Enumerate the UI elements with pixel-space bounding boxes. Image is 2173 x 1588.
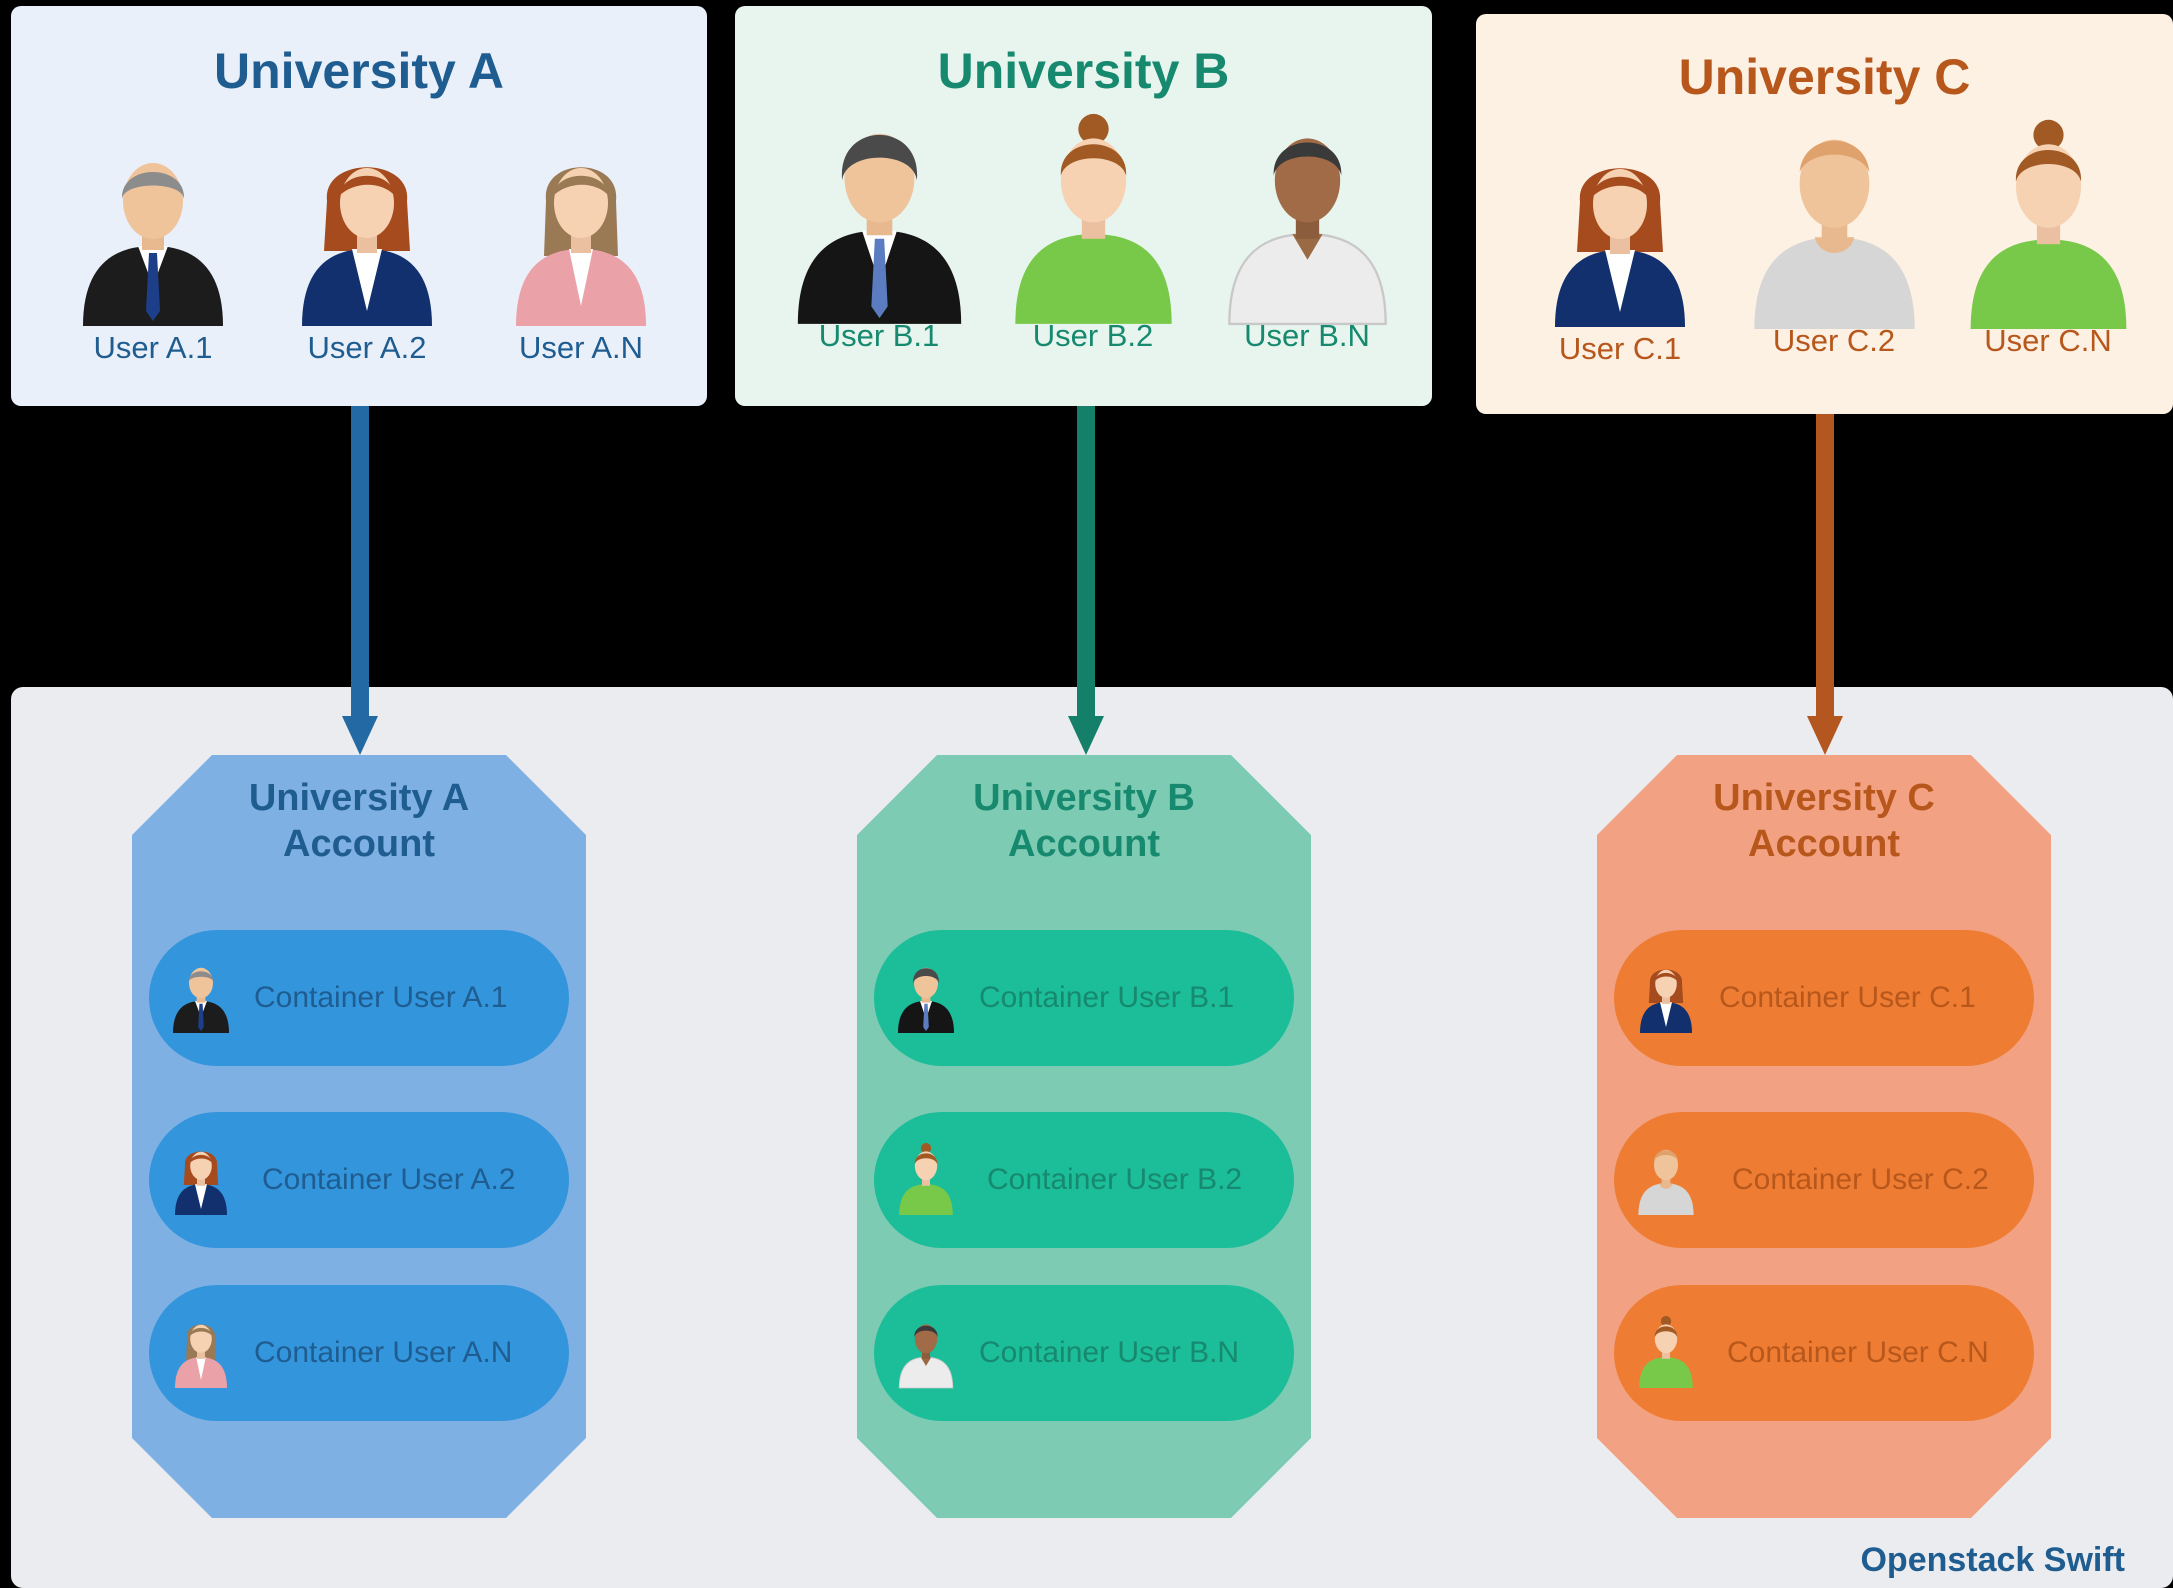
university-c-title: University C: [1678, 49, 1971, 105]
account-university-c: University C Account Container User C.1 …: [1597, 755, 2051, 1518]
university-b-title: University B: [937, 43, 1230, 99]
container-label: Container User C.2: [1732, 1163, 1989, 1196]
container-user-cn[interactable]: Container User C.N: [1614, 1285, 2034, 1421]
user-label: User C.1: [1558, 331, 1682, 366]
arrow-university-b: [1068, 406, 1104, 755]
container-label: Container User A.2: [262, 1163, 516, 1196]
university-a-title: University A: [214, 43, 504, 99]
container-label: Container User C.N: [1727, 1336, 1989, 1369]
account-title: University C Account: [1597, 775, 2051, 867]
man-gray-shirt-icon: [1753, 139, 1915, 329]
account-title-line2: Account: [1748, 823, 1900, 865]
user-label: User C.N: [1984, 323, 2112, 358]
container-user-bn[interactable]: Container User B.N: [874, 1285, 1294, 1421]
container-user-a2[interactable]: Container User A.2: [149, 1112, 569, 1248]
user-an: User A.N: [481, 141, 681, 366]
container-label: Container User B.2: [987, 1163, 1243, 1196]
woman-pink-icon: [516, 167, 646, 326]
user-label: User A.N: [518, 330, 644, 365]
account-title: University B Account: [857, 775, 1311, 867]
user-b2: User B.2: [993, 106, 1193, 354]
university-b-box: University B User B.1 User B.2: [735, 6, 1432, 406]
user-a1: User A.1: [53, 141, 253, 366]
container-label: Container User A.N: [254, 1336, 513, 1369]
user-a2: User A.2: [267, 141, 467, 366]
container-label: Container User A.1: [254, 981, 508, 1014]
university-a-box: University A User A.1 User A.2: [11, 6, 707, 406]
businessman-gray-hair-icon: [173, 967, 229, 1033]
woman-green-bun-icon: [899, 1143, 953, 1215]
businesswoman-redhead-icon: [1640, 969, 1692, 1033]
account-title-line2: Account: [283, 823, 435, 865]
businessman-black-hair-icon: [797, 133, 961, 324]
user-label: User A.2: [307, 330, 427, 365]
container-user-an[interactable]: Container User A.N: [149, 1285, 569, 1421]
businesswoman-redhead-icon: [302, 167, 432, 326]
user-label: User C.2: [1772, 323, 1896, 358]
container-label: Container User C.1: [1719, 981, 1976, 1014]
businesswoman-redhead-icon: [175, 1151, 227, 1215]
woman-green-bun-icon: [1014, 113, 1172, 324]
container-user-b1[interactable]: Container User B.1: [874, 930, 1294, 1066]
user-bn: User B.N: [1207, 106, 1407, 354]
user-c1: User C.1: [1520, 142, 1720, 367]
man-dark-skin-white-shirt-icon: [1227, 138, 1387, 326]
user-label: User B.1: [818, 318, 940, 353]
container-user-a1[interactable]: Container User A.1: [149, 930, 569, 1066]
woman-green-bun-icon: [1639, 1316, 1693, 1388]
account-title-line1: University A: [248, 777, 470, 819]
woman-pink-icon: [175, 1324, 227, 1388]
user-label: User B.2: [1032, 318, 1154, 353]
university-c-box: University C User C.1 User C.2: [1476, 14, 2173, 414]
user-label: User A.1: [93, 330, 213, 365]
arrow-university-c: [1807, 414, 1843, 755]
user-cn: User C.N: [1948, 114, 2148, 359]
container-user-b2[interactable]: Container User B.2: [874, 1112, 1294, 1248]
container-label: Container User B.N: [979, 1336, 1240, 1369]
businesswoman-redhead-icon: [1555, 168, 1685, 327]
woman-green-bun-icon: [1970, 119, 2126, 329]
user-c2: User C.2: [1734, 114, 1934, 359]
arrow-university-a: [342, 406, 378, 755]
account-title-line1: University C: [1713, 777, 1935, 819]
account-title-line2: Account: [1008, 823, 1160, 865]
account-title: University A Account: [132, 775, 586, 867]
container-label: Container User B.1: [979, 981, 1235, 1014]
platform-label: Openstack Swift: [1860, 1541, 2125, 1579]
man-dark-skin-white-shirt-icon: [898, 1324, 954, 1389]
businessman-black-hair-icon: [898, 967, 954, 1033]
account-university-a: University A Account Container User A.1 …: [132, 755, 586, 1518]
account-university-b: University B Account Container User B.1 …: [857, 755, 1311, 1518]
user-label: User B.N: [1244, 318, 1370, 353]
container-user-c1[interactable]: Container User C.1: [1614, 930, 2034, 1066]
businessman-gray-hair-icon: [83, 163, 223, 326]
user-b1: User B.1: [779, 106, 979, 354]
container-user-c2[interactable]: Container User C.2: [1614, 1112, 2034, 1248]
man-gray-shirt-icon: [1638, 1149, 1694, 1215]
account-title-line1: University B: [973, 777, 1195, 819]
